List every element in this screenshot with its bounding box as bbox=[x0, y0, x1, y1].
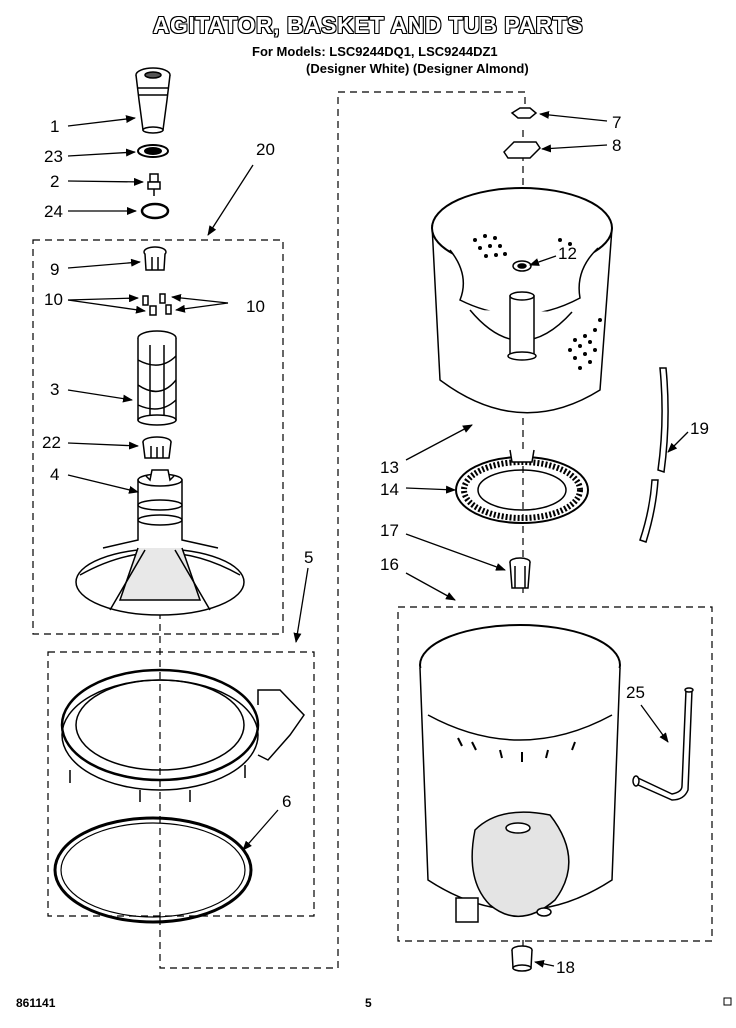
callout-6: 6 bbox=[282, 792, 291, 811]
callout-10-right: 10 bbox=[246, 297, 265, 316]
tub-outlet-hose-part bbox=[632, 687, 694, 801]
agitator-cap-part bbox=[135, 67, 171, 134]
callout-14: 14 bbox=[380, 480, 399, 499]
agitator-group-box bbox=[32, 239, 284, 635]
tub-ring-part bbox=[60, 668, 305, 802]
callout-12: 12 bbox=[558, 244, 577, 263]
callout-7: 7 bbox=[612, 113, 621, 132]
models-line: For Models: LSC9244DQ1, LSC9244DZ1 bbox=[252, 44, 498, 59]
cap-seal-part bbox=[137, 144, 169, 158]
agitator-ring-part bbox=[142, 436, 172, 459]
callout-17: 17 bbox=[380, 521, 399, 540]
corner-mark bbox=[723, 997, 732, 1006]
basket-hub-nut-part bbox=[512, 260, 532, 272]
page-title: AGITATOR, BASKET AND TUB PARTS bbox=[152, 12, 584, 38]
callout-1: 1 bbox=[50, 117, 59, 136]
variants-line: (Designer White) (Designer Almond) bbox=[306, 61, 529, 76]
outer-tub-part bbox=[419, 624, 621, 923]
tub-gasket-part bbox=[53, 816, 253, 924]
basket-drive-hub-part bbox=[455, 449, 589, 524]
callout-22: 22 bbox=[42, 433, 61, 452]
callout-13: 13 bbox=[380, 458, 399, 477]
spin-basket-part bbox=[431, 187, 613, 414]
o-ring-part bbox=[140, 202, 170, 220]
dog-cap-part bbox=[143, 246, 167, 271]
outer-tub-group-box bbox=[397, 606, 713, 942]
basket-clip-part bbox=[510, 107, 538, 119]
callout-3: 3 bbox=[50, 380, 59, 399]
callout-5: 5 bbox=[304, 548, 313, 567]
connector-line bbox=[159, 91, 526, 969]
callout-24: 24 bbox=[44, 202, 63, 221]
callout-23: 23 bbox=[44, 147, 63, 166]
callout-9: 9 bbox=[50, 260, 59, 279]
callout-20: 20 bbox=[256, 140, 275, 159]
callout-2: 2 bbox=[50, 172, 59, 191]
basket-nut-part bbox=[503, 141, 541, 159]
tub-ring-group-box bbox=[47, 651, 315, 917]
callout-10-left: 10 bbox=[44, 290, 63, 309]
lower-agitator-part bbox=[75, 469, 245, 616]
agitator-auger-part bbox=[137, 330, 177, 426]
callout-16: 16 bbox=[380, 555, 399, 574]
page-number: 5 bbox=[365, 996, 372, 1010]
diagram-code: 861141 bbox=[16, 996, 56, 1010]
drain-plug-part bbox=[511, 945, 533, 972]
callout-25: 25 bbox=[626, 683, 645, 702]
callout-4: 4 bbox=[50, 465, 59, 484]
drain-hose-part bbox=[639, 367, 669, 543]
agitator-bolt-part bbox=[147, 173, 161, 196]
callout-8: 8 bbox=[612, 136, 621, 155]
callout-19: 19 bbox=[690, 419, 709, 438]
agitator-dogs-part bbox=[142, 293, 172, 316]
tub-bearing-part bbox=[509, 557, 531, 589]
callout-18: 18 bbox=[556, 958, 575, 977]
leader-arrows bbox=[67, 110, 689, 968]
